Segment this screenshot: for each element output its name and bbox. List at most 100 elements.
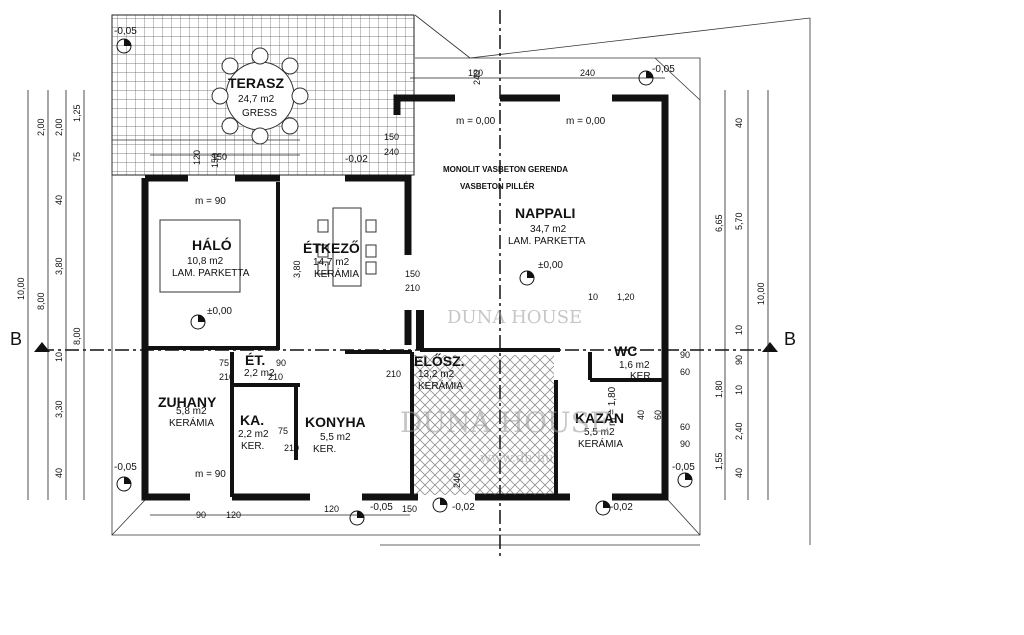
room-etkezo-finish: KERÁMIA	[314, 267, 359, 280]
room-ka-name: KA.	[240, 412, 264, 428]
dim-left-11: 40	[54, 468, 64, 478]
dim-left-3: 1,25	[72, 104, 82, 122]
dim-mid-12: 90	[680, 439, 690, 449]
level-neg-005-b: -0,05	[652, 64, 675, 75]
dim-mid-8: 210	[268, 372, 283, 382]
watermark-url: www.dh.hu	[480, 451, 554, 466]
dim-left-8b: 8,00	[72, 327, 82, 345]
terrace-table-icon	[211, 47, 309, 145]
room-konyha-name: KONYHA	[305, 414, 366, 430]
dim-mid-11: 60	[680, 422, 690, 432]
room-zuhany-finish: KERÁMIA	[169, 416, 214, 429]
dim-left-9: 10	[54, 352, 64, 362]
room-ka-area: 2,2 m2	[238, 429, 269, 440]
note-m-top-a: m = 0,00	[456, 116, 496, 127]
room-wc-area: 1,6 m2	[619, 360, 650, 371]
note-m-top-b: m = 0,00	[566, 116, 606, 127]
dim-top-3: 240	[580, 68, 595, 78]
dim-right-10: 1,55	[714, 452, 724, 470]
room-zuhany-name: ZUHANY	[158, 394, 217, 410]
roof-outline	[111, 14, 811, 546]
dim-mid-19: 150	[402, 504, 417, 514]
dim-right-7: 1,80	[714, 380, 724, 398]
dim-right-4: 10,00	[756, 282, 766, 305]
dim-mid-7: 210	[219, 372, 234, 382]
level-markers	[116, 38, 693, 526]
level-neg-005-a: -0,05	[114, 26, 137, 37]
room-ka-finish: KER.	[241, 441, 264, 452]
dim-left-10: 3,30	[54, 400, 64, 418]
dim-mid-4: 1,20	[617, 292, 635, 302]
hall-tiles	[414, 355, 554, 495]
dim-mid-20: 40	[636, 410, 646, 420]
dim-right-8: 10	[734, 385, 744, 395]
dim-right-3: 6,65	[714, 214, 724, 232]
room-halo-level: ±0,00	[207, 306, 232, 317]
room-etkezo-name: ÉTKEZŐ	[303, 239, 360, 256]
room-et-name: ÉT.	[245, 352, 265, 368]
dim-right-1: 40	[734, 118, 744, 128]
room-elosz-name: ELŐSZ.	[414, 352, 465, 369]
note-m-180: m = 1,80	[607, 386, 618, 426]
level-neg-005-c: -0,05	[114, 462, 137, 473]
dim-right-6: 90	[734, 355, 744, 365]
section-label-right: B	[784, 329, 796, 349]
room-kazan-area: 5,5 m2	[584, 427, 615, 438]
dim-left-5: 40	[54, 195, 64, 205]
bed-icon	[159, 219, 241, 293]
room-zuhany-area: 5,8 m2	[176, 406, 207, 417]
dim-mid-6: 90	[276, 358, 286, 368]
dim-left-6: 3,80	[54, 257, 64, 275]
dim-mid-15: 240	[452, 473, 462, 488]
room-nappali-finish: LAM. PARKETTA	[508, 236, 586, 247]
level-neg-005-e: -0,05	[370, 502, 393, 513]
room-terasz-area: 24,7 m2	[238, 94, 275, 105]
dim-top-2: 240	[472, 70, 482, 85]
watermark-brand-2: DUNA HOUSE	[400, 406, 610, 439]
dim-left-7: 8,00	[36, 292, 46, 310]
dim-mid-14: 210	[284, 443, 299, 453]
room-elosz-area: 13,2 m2	[418, 369, 455, 380]
level-neg-005-d: -0,05	[672, 462, 695, 473]
dim-right-9: 2,40	[734, 422, 744, 440]
dim-mid-21: 60	[653, 410, 663, 420]
dim-right-2: 5,70	[734, 212, 744, 230]
room-halo-finish: LAM. PARKETTA	[172, 268, 250, 279]
room-halo-sill: m = 90	[195, 196, 226, 207]
room-halo-name: HÁLÓ	[192, 236, 232, 253]
dim-top-5: 150	[212, 152, 227, 162]
room-terasz-name: TERASZ	[228, 75, 284, 91]
note-gerenda: MONOLIT VASBETON GERENDA	[443, 165, 568, 174]
room-terasz-finish: GRESS	[242, 108, 277, 119]
room-nappali-area: 34,7 m2	[530, 224, 567, 235]
room-wc-finish: KER.	[630, 371, 653, 382]
dim-mid-5: 75	[219, 358, 229, 368]
dim-mid-23: 210	[386, 369, 401, 379]
dim-right-5: 10	[734, 325, 744, 335]
dim-mid-2: 210	[405, 283, 420, 293]
room-et-area: 2,2 m2	[244, 368, 275, 379]
room-halo-area: 10,8 m2	[187, 256, 224, 267]
dim-mid-3: 10	[588, 292, 598, 302]
dim-top-4: 150	[384, 132, 399, 142]
room-nappali-name: NAPPALI	[515, 205, 575, 221]
room-kazan-finish: KERÁMIA	[578, 437, 623, 450]
dimension-lines	[27, 77, 769, 516]
room-kazan-name: KAZÁN	[575, 410, 624, 426]
dim-left-4: 75	[72, 152, 82, 162]
room-elosz-finish: KERÁMIA	[418, 379, 463, 392]
dim-mid-18: 120	[226, 510, 241, 520]
dim-mid-9: 90	[680, 350, 690, 360]
dim-top-7: 150	[210, 153, 220, 168]
dim-left-1: 2,00	[36, 118, 46, 136]
dim-top-8: 240	[384, 147, 399, 157]
level-neg-002-c: -0,02	[610, 502, 633, 513]
dining-table-icon	[317, 207, 377, 287]
dim-left-2: 2,00	[54, 118, 64, 136]
room-nappali-level: ±0,00	[538, 260, 563, 271]
level-neg-002-b: -0,02	[452, 502, 475, 513]
dim-top-6: 120	[192, 150, 202, 165]
dim-mid-17: 90	[196, 510, 206, 520]
dim-left-8: 10,00	[16, 277, 26, 300]
dim-top-1: 120	[468, 68, 483, 78]
